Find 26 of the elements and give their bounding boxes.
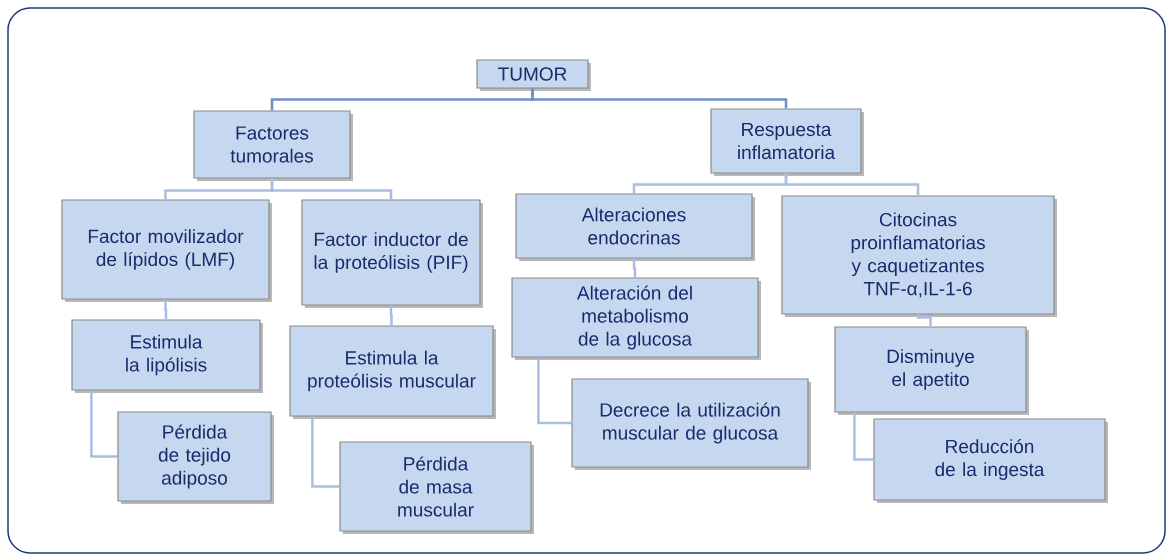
box: TUMOR — [476, 59, 591, 91]
box: Estimula la lipólisis — [71, 319, 263, 393]
connector — [389, 305, 393, 326]
box: Estimula la proteólisis muscular — [289, 325, 496, 419]
connector — [916, 314, 932, 327]
box: Factor movilizador de lípidos (LMF) — [61, 199, 272, 302]
connector — [784, 173, 920, 196]
box: Citocinas proinflamatorias y caquetizantes TNF-α,IL-1-6 — [781, 195, 1057, 317]
connector — [311, 416, 340, 488]
connector — [853, 412, 874, 461]
connector — [531, 88, 788, 109]
box: Disminuye el apetito — [834, 326, 1029, 415]
connector — [164, 299, 168, 320]
connector — [537, 357, 572, 425]
box: Decrece la utilización muscular de glucosa — [571, 378, 811, 470]
box: Respuesta inflamatoria — [710, 108, 864, 176]
box: Pérdida de tejido adiposo — [117, 411, 274, 504]
box: Pérdida de masa muscular — [339, 441, 534, 534]
connector — [90, 390, 118, 458]
box: Reducción de la ingesta — [873, 418, 1108, 503]
box: Alteraciones endocrinas — [515, 193, 755, 261]
box: Alteración del metabolismo de la glucosa — [511, 277, 761, 360]
connector — [270, 178, 393, 200]
box: Factor inductor de la proteólisis (PIF) — [301, 199, 483, 308]
box: Factores tumorales — [193, 110, 353, 181]
connector — [632, 258, 637, 278]
